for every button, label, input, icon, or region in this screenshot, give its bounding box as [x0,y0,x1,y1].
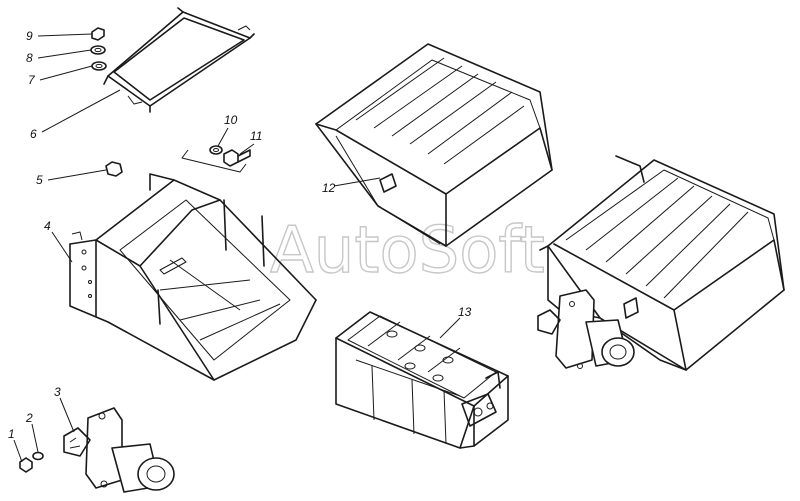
callout-4: 4 [44,219,51,233]
callout-1: 1 [8,427,15,441]
callout-2: 2 [25,411,33,425]
watermark: AutoSoft [270,214,545,288]
part-11-bolt [223,149,251,167]
leader-lines [13,33,461,463]
callout-3: 3 [54,385,61,399]
part-4-battery-tray [69,173,317,381]
part-1-screw [19,457,33,473]
callout-12: 12 [322,181,336,195]
callout-11: 11 [250,129,262,143]
part-10-washer [209,145,223,155]
hardware-bracket [181,149,247,173]
part-7-washer [91,61,107,71]
part-13-battery [335,311,509,449]
part-8-washer [90,45,106,55]
part-9-nut [91,27,105,41]
callout-13: 13 [458,305,472,319]
part-2-washer [32,451,44,461]
assembled-battery-box [537,155,785,371]
part-12-battery-cover [315,43,553,247]
part-3-battery-switch [63,407,175,493]
callout-6: 6 [30,127,37,141]
callout-8: 8 [26,51,33,65]
callout-labels: 1 2 3 4 5 6 7 8 9 10 11 12 13 [8,29,472,441]
part-5-nut [105,161,123,177]
callout-9: 9 [26,29,33,43]
callout-5: 5 [36,173,43,187]
callout-7: 7 [28,73,36,87]
part-6-clamp-frame [103,7,255,113]
callout-10: 10 [224,113,238,127]
